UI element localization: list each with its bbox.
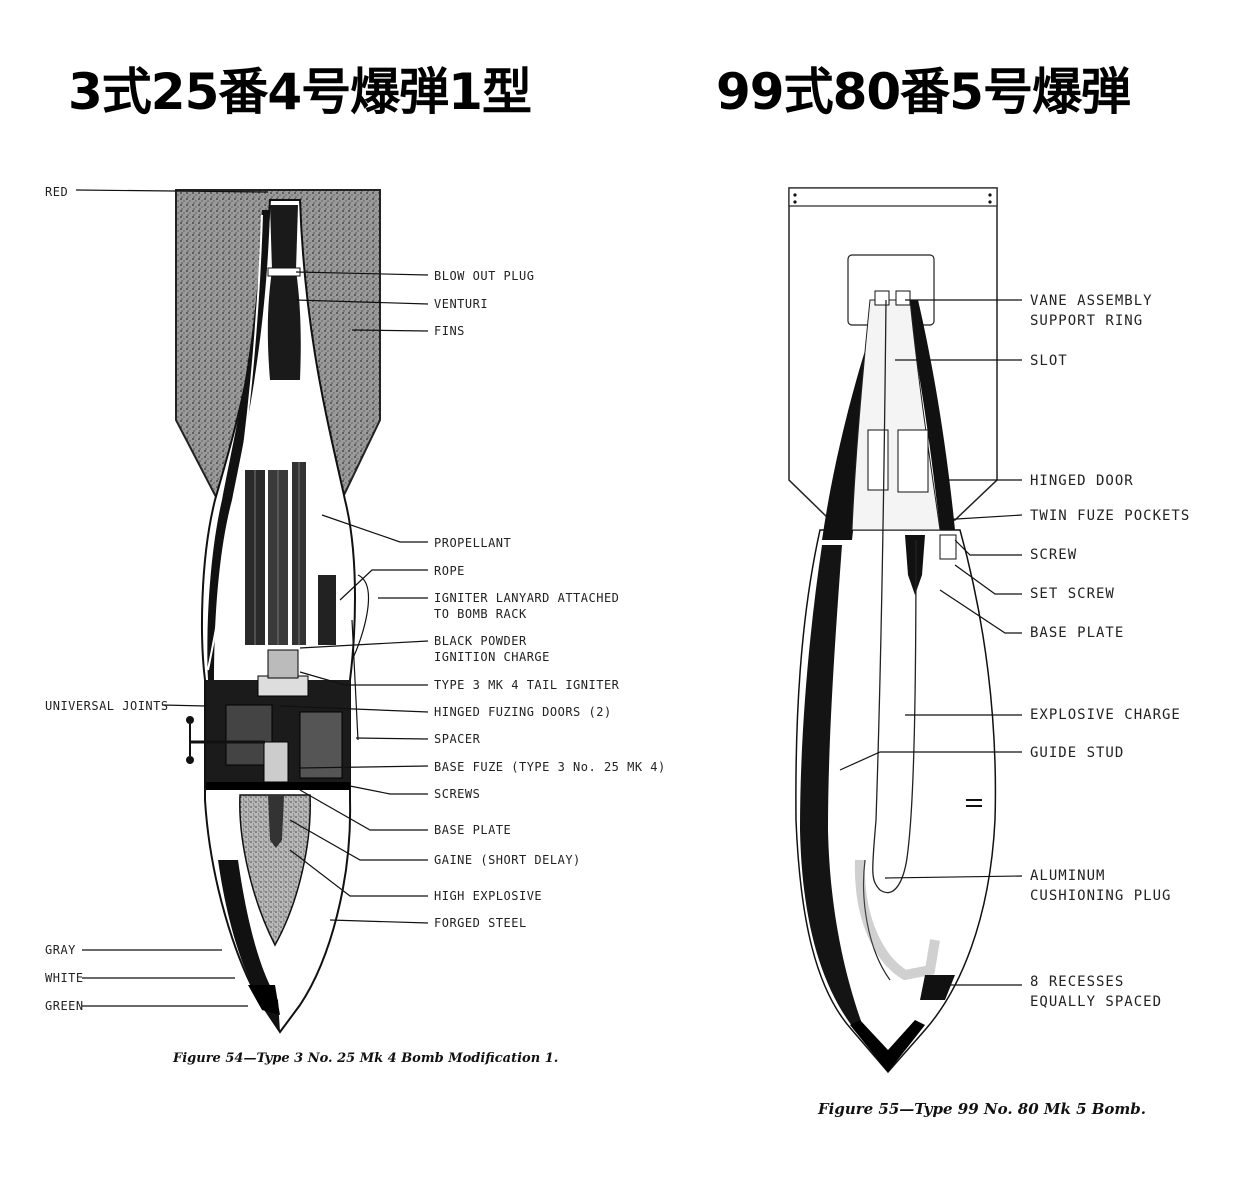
label-igniter-lanyard-2: TO BOMB RACK — [434, 607, 527, 621]
label-slot: SLOT — [1030, 353, 1068, 369]
label-igniter-lanyard-1: IGNITER LANYARD ATTACHED — [434, 591, 619, 605]
label-aluminum-2: CUSHIONING PLUG — [1030, 888, 1171, 904]
label-base-plate-left: BASE PLATE — [434, 823, 511, 837]
label-fins: FINS — [434, 324, 465, 338]
label-gaine: GAINE (SHORT DELAY) — [434, 853, 581, 867]
label-black-powder-2: IGNITION CHARGE — [434, 650, 550, 664]
caption-left: Figure 54—Type 3 No. 25 Mk 4 Bomb Modifi… — [172, 1051, 558, 1066]
right-leader-lines — [839, 299, 1023, 986]
label-rope: ROPE — [434, 564, 465, 578]
label-guide-stud: GUIDE STUD — [1030, 745, 1124, 761]
label-venturi: VENTURI — [434, 297, 488, 311]
label-gray: GRAY — [45, 943, 76, 957]
label-twin-fuze-pockets: TWIN FUZE POCKETS — [1030, 508, 1190, 524]
label-screws: SCREWS — [434, 787, 480, 801]
right-labels: VANE ASSEMBLY SUPPORT RING SLOT HINGED D… — [1030, 293, 1190, 1010]
left-labels: RED BLOW OUT PLUG VENTURI FINS PROPELLAN… — [45, 185, 666, 1013]
left-leader-lines — [75, 189, 429, 1007]
left-bomb-drawing — [175, 189, 381, 1034]
label-blow-out-plug: BLOW OUT PLUG — [434, 269, 534, 283]
label-explosive-charge: EXPLOSIVE CHARGE — [1030, 707, 1181, 723]
label-universal-joints: UNIVERSAL JOINTS — [45, 699, 169, 713]
label-vane-2: SUPPORT RING — [1030, 313, 1143, 329]
label-aluminum-1: ALUMINUM — [1030, 868, 1105, 884]
label-hinged-door: HINGED DOOR — [1030, 473, 1134, 489]
label-recesses-1: 8 RECESSES — [1030, 974, 1124, 990]
title-right: 99式80番5号爆弾 — [716, 63, 1131, 121]
title-left: 3式25番4号爆弾1型 — [68, 63, 532, 121]
right-body — [795, 529, 997, 1074]
label-base-plate-right: BASE PLATE — [1030, 625, 1124, 641]
label-base-fuze: BASE FUZE (TYPE 3 No. 25 MK 4) — [434, 760, 666, 774]
caption-right: Figure 55—Type 99 No. 80 Mk 5 Bomb. — [817, 1100, 1146, 1118]
label-propellant: PROPELLANT — [434, 536, 511, 550]
label-high-explosive: HIGH EXPLOSIVE — [434, 889, 542, 903]
label-spacer: SPACER — [434, 732, 481, 746]
label-recesses-2: EQUALLY SPACED — [1030, 994, 1162, 1010]
label-forged-steel: FORGED STEEL — [434, 916, 527, 930]
propellant-grains — [245, 462, 336, 645]
label-red: RED — [45, 185, 68, 199]
label-white: WHITE — [45, 971, 84, 985]
label-tail-igniter: TYPE 3 MK 4 TAIL IGNITER — [434, 678, 620, 692]
label-hinged-fuzing-doors: HINGED FUZING DOORS (2) — [434, 705, 612, 719]
right-bomb-drawing — [788, 187, 998, 1074]
label-vane-1: VANE ASSEMBLY — [1030, 293, 1153, 309]
label-black-powder-1: BLACK POWDER — [434, 634, 527, 648]
label-set-screw: SET SCREW — [1030, 586, 1115, 602]
label-green: GREEN — [45, 999, 84, 1013]
label-screw: SCREW — [1030, 547, 1077, 563]
